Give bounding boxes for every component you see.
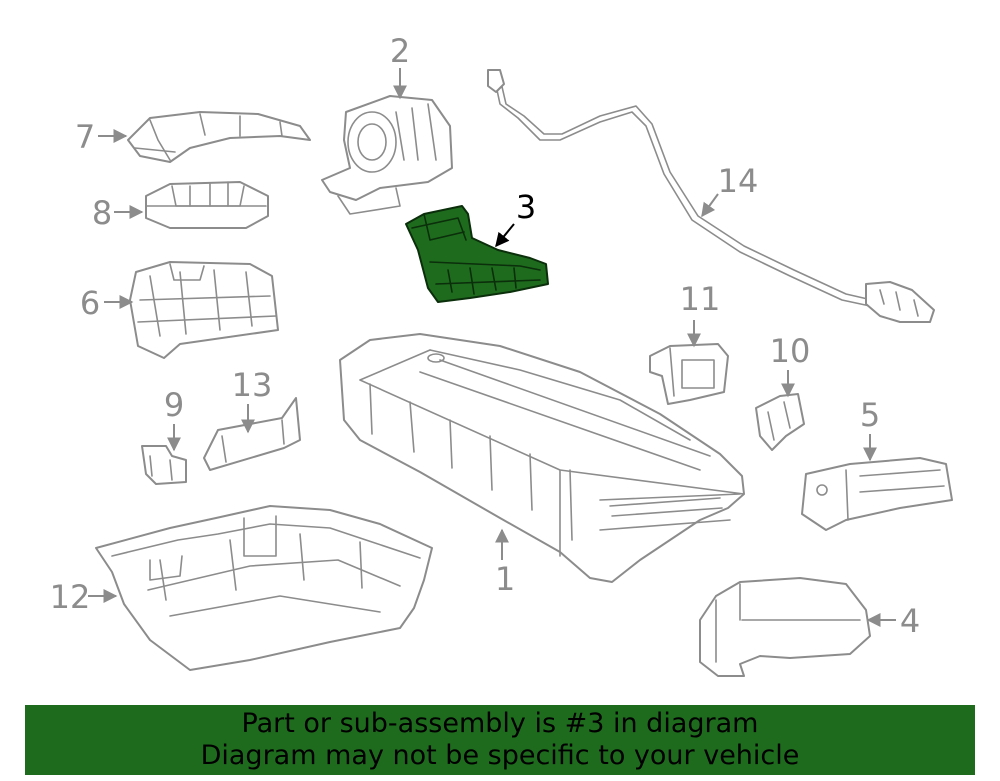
- part-9-clip[interactable]: [141, 445, 187, 485]
- callout-label-7: 7: [75, 118, 95, 156]
- callout-9: 9: [164, 386, 184, 452]
- callout-8: 8: [92, 194, 144, 232]
- callout-5: 5: [860, 396, 880, 462]
- part-8-block[interactable]: [145, 181, 269, 229]
- part-2-blower[interactable]: [321, 95, 453, 215]
- callout-label-13: 13: [232, 366, 273, 404]
- callout-label-14: 14: [718, 162, 759, 200]
- callout-14: 14: [701, 162, 759, 218]
- callout-2: 2: [390, 32, 410, 100]
- callout-label-9: 9: [164, 386, 184, 424]
- callout-11: 11: [680, 280, 721, 348]
- info-banner: Part or sub-assembly is #3 in diagram Di…: [25, 705, 975, 775]
- part-4-cover[interactable]: [699, 577, 871, 677]
- part-6-bracket[interactable]: [129, 261, 279, 359]
- callout-label-8: 8: [92, 194, 112, 232]
- callout-4: 4: [866, 602, 920, 640]
- part-3-duct-highlighted[interactable]: [405, 205, 549, 303]
- banner-line-1: Part or sub-assembly is #3 in diagram: [241, 708, 759, 739]
- callout-label-3: 3: [516, 188, 536, 226]
- part-1-battery[interactable]: [339, 333, 745, 583]
- part-7-bracket[interactable]: [127, 111, 311, 163]
- callout-13: 13: [232, 366, 273, 434]
- callout-6: 6: [80, 284, 134, 322]
- part-13-bracket[interactable]: [203, 397, 301, 471]
- callout-7: 7: [75, 118, 128, 156]
- callout-label-2: 2: [390, 32, 410, 70]
- callout-1: 1: [495, 528, 515, 598]
- callout-label-11: 11: [680, 280, 721, 318]
- callout-label-1: 1: [495, 560, 515, 598]
- banner-line-2: Diagram may not be specific to your vehi…: [200, 740, 800, 771]
- callout-label-5: 5: [860, 396, 880, 434]
- part-14-cable[interactable]: [487, 69, 935, 323]
- part-11-module[interactable]: [649, 343, 729, 405]
- callout-label-12: 12: [50, 578, 91, 616]
- part-12-tray[interactable]: [95, 505, 433, 671]
- callout-label-10: 10: [770, 332, 811, 370]
- callout-3: 3: [495, 188, 536, 248]
- part-5-bracket[interactable]: [801, 457, 953, 531]
- part-10-bracket[interactable]: [755, 393, 805, 451]
- callout-12: 12: [50, 578, 118, 616]
- callout-10: 10: [770, 332, 811, 398]
- callout-label-4: 4: [900, 602, 920, 640]
- callout-label-6: 6: [80, 284, 100, 322]
